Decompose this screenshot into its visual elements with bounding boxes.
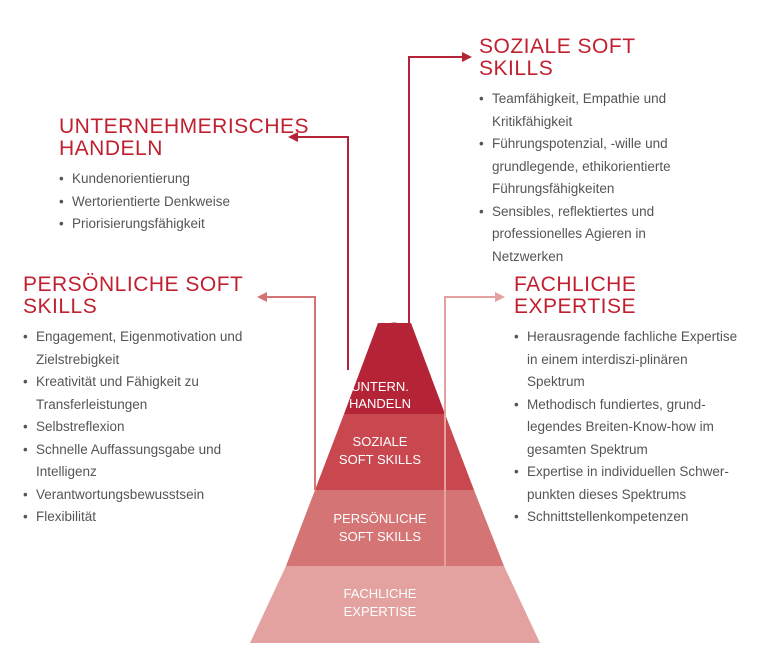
list-item: Priorisierungsfähigkeit (59, 213, 289, 236)
block-title-line2: SKILLS (23, 295, 98, 318)
list-item: Methodisch fundiertes, grund-legendes Br… (514, 394, 746, 462)
tier-label-2-line2: SOFT SKILLS (339, 452, 421, 467)
pyramid-apex (370, 322, 419, 345)
list-item: Sensibles, reflektiertes und professione… (479, 201, 704, 269)
pyramid-tier-soziale-soft-skills (315, 414, 474, 490)
block-soziale-soft-skills: SOZIALE SOFT SKILLS Teamfähigkeit, Empat… (479, 36, 709, 268)
list-item: Wertorientierte Denkweise (59, 191, 289, 214)
connector-fachlich (444, 296, 496, 566)
arrowhead-fachlich (495, 292, 505, 302)
list-item: Engagement, Eigenmotivation und Zielstre… (23, 326, 263, 371)
list-item: Selbstreflexion (23, 416, 263, 439)
block-title-line2: HANDELN (59, 137, 163, 160)
block-title: FACHLICHE EXPERTISE (514, 273, 637, 318)
block-title: UNTERNEHMERISCHES HANDELN (59, 116, 309, 160)
list-item: Kreativität und Fähigkeit zu Transferlei… (23, 371, 263, 416)
pyramid-tier-fachliche-expertise (250, 566, 540, 643)
block-title: SOZIALE SOFT SKILLS (479, 35, 636, 80)
arrowhead-persoenlich (257, 292, 267, 302)
pyramid-tier-persoenliche-soft-skills (286, 490, 504, 566)
block-persoenliche-soft-skills: PERSÖNLICHE SOFT SKILLS Engagement, Eige… (23, 274, 263, 529)
block-fachliche-expertise: FACHLICHE EXPERTISE Herausragende fachli… (514, 274, 754, 529)
tier-label-2-line1: SOZIALE (353, 434, 408, 449)
bullet-list: Herausragende fachliche Expertise in ein… (514, 326, 746, 529)
list-item: Flexibilität (23, 506, 263, 529)
list-item: Teamfähigkeit, Empathie und Kritikfähigk… (479, 88, 704, 133)
list-item: Kundenorientierung (59, 168, 289, 191)
tier-label-3-line2: SOFT SKILLS (339, 529, 421, 544)
connector-unternehmerisch (297, 136, 349, 370)
list-item: Führungspotenzial, -wille und grundlegen… (479, 133, 704, 201)
tier-label-3-line1: PERSÖNLICHE (333, 511, 427, 526)
list-item: Verantwortungsbewusstsein (23, 484, 263, 507)
tier-label-1-line1: UNTERN. (351, 379, 409, 394)
list-item: Schnittstellenkompetenzen (514, 506, 746, 529)
block-title-line1: UNTERNEHMERISCHES (59, 115, 310, 138)
block-title-line1: PERSÖNLICHE SOFT (23, 273, 244, 296)
tier-label-4-line1: FACHLICHE (344, 586, 417, 601)
bullet-list: Engagement, Eigenmotivation und Zielstre… (23, 326, 263, 529)
bullet-list: Teamfähigkeit, Empathie und Kritikfähigk… (479, 88, 704, 268)
list-item: Expertise in individuellen Schwer-punkte… (514, 461, 746, 506)
tier-label-1-line2: HANDELN (349, 396, 411, 411)
bullet-list: Kundenorientierung Wertorientierte Denkw… (59, 168, 289, 236)
arrowhead-soziale (462, 52, 472, 62)
pyramid-tier-unternehmerisches-handeln (344, 323, 445, 414)
connector-soziale (408, 56, 463, 370)
block-title: PERSÖNLICHE SOFT SKILLS (23, 274, 263, 318)
list-item: Schnelle Auffassungsgabe und Intelligenz (23, 439, 263, 484)
tier-label-4-line2: EXPERTISE (344, 604, 417, 619)
list-item: Herausragende fachliche Expertise in ein… (514, 326, 746, 394)
block-unternehmerisches-handeln: UNTERNEHMERISCHES HANDELN Kundenorientie… (59, 116, 309, 236)
connector-persoenlich (266, 296, 316, 490)
arrowhead-unternehmerisch (288, 132, 298, 142)
